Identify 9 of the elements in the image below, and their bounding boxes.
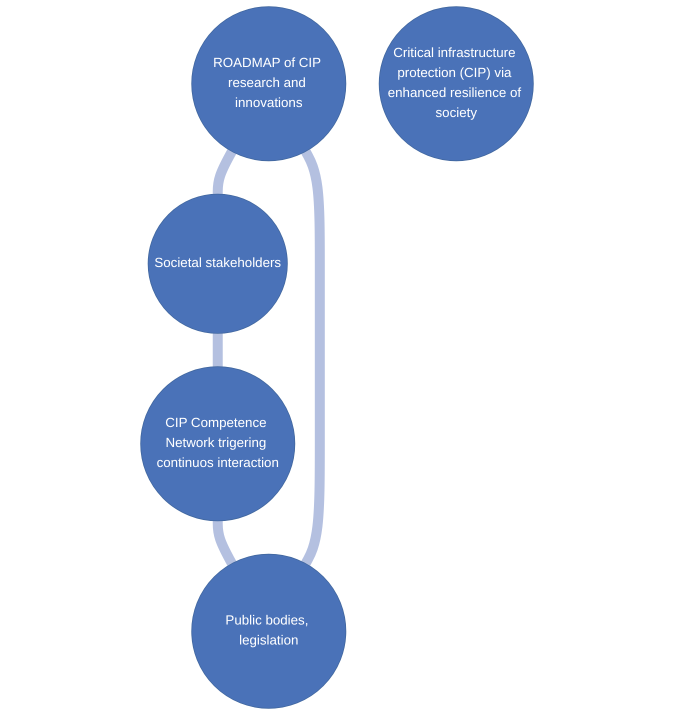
node-circle: CIP Competence Network trigering continuos interaction bbox=[140, 366, 296, 522]
connector bbox=[301, 149, 325, 566]
connector bbox=[212, 518, 236, 566]
connector bbox=[212, 149, 236, 196]
node-circle: Critical infrastructure protection (CIP) via enhanced resilience of society bbox=[378, 6, 534, 162]
node-circle: Societal stakeholders bbox=[148, 194, 288, 334]
connector bbox=[212, 331, 223, 369]
node-circle: ROADMAP of CIP research and innovations bbox=[191, 6, 346, 162]
node-circle: Public bodies, legislation bbox=[191, 554, 346, 709]
